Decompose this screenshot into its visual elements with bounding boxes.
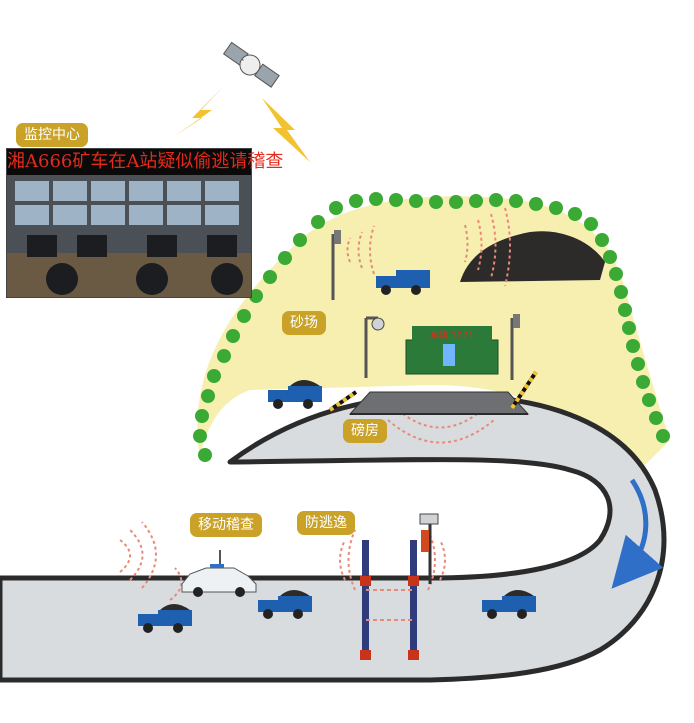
satellite-icon: [222, 41, 280, 88]
svg-text:车牌 1071: 车牌 1071: [430, 329, 474, 341]
label-sand-yard: 砂场: [282, 311, 326, 335]
lightning-icon: [172, 85, 225, 138]
antenna-icon: [331, 230, 341, 300]
truck-icon: [376, 270, 430, 295]
road: [0, 393, 667, 683]
label-anti-escape: 防逃逸: [297, 511, 355, 535]
antenna-icon: [510, 314, 520, 380]
lightning-icon: [262, 98, 310, 162]
police-car-icon: [181, 550, 257, 597]
label-mobile-inspection: 移动稽查: [190, 513, 262, 537]
anti-escape-pole: [408, 540, 419, 660]
bush-border: [193, 192, 670, 462]
label-weigh-house: 磅房: [343, 419, 387, 443]
weighbridge-platform: [348, 391, 530, 415]
truck-icon: [482, 590, 536, 619]
video-wall-icon: [7, 175, 251, 297]
truck-icon: [258, 590, 312, 619]
barrier-gate: [328, 370, 538, 412]
direction-arrow: [611, 478, 664, 589]
weigh-house-building: 车牌 1071: [405, 326, 499, 375]
truck-icon: [268, 380, 322, 409]
monitor-ticker: 湘A666矿车在A站疑似偷逃请稽查: [7, 149, 283, 175]
anti-escape-pole: [360, 540, 371, 660]
label-monitor-center: 监控中心: [16, 123, 88, 147]
camera-icon: [419, 513, 439, 584]
monitor-center-image: 湘A666矿车在A站疑似偷逃请稽查: [6, 148, 283, 298]
camera-icon: [364, 316, 385, 378]
truck-icon: [138, 604, 192, 633]
